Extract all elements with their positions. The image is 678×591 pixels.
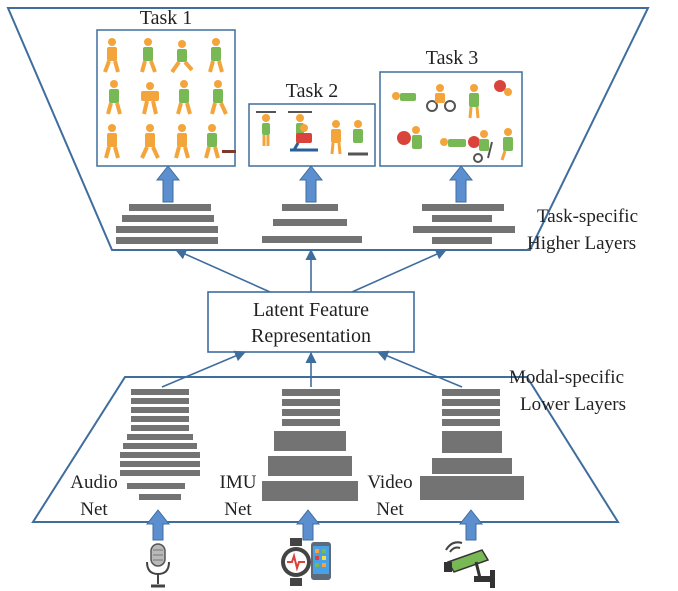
task2-label: Task 2 [286, 80, 338, 102]
video-net-layer-stack [420, 389, 524, 500]
security-camera-icon [444, 541, 495, 588]
video-to-latent-arrow [376, 350, 463, 388]
latent-to-task1-arrow [174, 248, 271, 293]
imu-net-label-line1: IMU [220, 472, 257, 493]
net-to-latent-arrows [161, 350, 463, 388]
latent-label-line2: Representation [251, 325, 371, 347]
task2-activity-figures [256, 111, 368, 156]
video-net-label-line2: Net [376, 499, 404, 520]
audio-net-label-line1: Audio [70, 472, 118, 493]
task3-layer-stack [413, 204, 515, 244]
video-input-arrow [458, 509, 484, 541]
lower-layers-label-line1: Modal-specific [509, 367, 624, 388]
task1-activity-figures [103, 38, 236, 159]
task1-up-arrow [155, 165, 181, 203]
video-net-label-line1: Video [367, 472, 412, 493]
task1-layer-stack [116, 204, 218, 244]
latent-feature-box [207, 291, 415, 353]
higher-layers-trapezoid [6, 7, 650, 251]
task1-label: Task 1 [140, 7, 192, 29]
latent-to-task-arrows [174, 248, 448, 293]
latent-to-task3-arrow [351, 248, 448, 293]
audio-net-label-line2: Net [80, 499, 108, 520]
imu-net-label-line2: Net [224, 499, 252, 520]
device-up-arrows [145, 509, 484, 541]
task3-label: Task 3 [426, 47, 478, 69]
audio-input-arrow [145, 509, 171, 541]
latent-label-line1: Latent Feature [253, 299, 369, 321]
task-up-arrows [155, 165, 474, 203]
lower-layers-label-line2: Lower Layers [520, 394, 626, 415]
task3-activity-figures [392, 80, 513, 163]
higher-layers-label-line1: Task-specific [537, 206, 638, 227]
imu-input-arrow [295, 509, 321, 541]
audio-net-layer-stack [120, 389, 200, 500]
task2-up-arrow [298, 165, 324, 203]
smartwatch-phone-icon [281, 538, 331, 586]
lower-layers-trapezoid [31, 376, 620, 523]
task3-up-arrow [448, 165, 474, 203]
higher-layers-label-line2: Higher Layers [527, 233, 636, 254]
microphone-icon [146, 543, 170, 588]
imu-net-layer-stack [262, 389, 358, 501]
task2-layer-stack [262, 204, 362, 243]
audio-to-latent-arrow [161, 350, 247, 388]
